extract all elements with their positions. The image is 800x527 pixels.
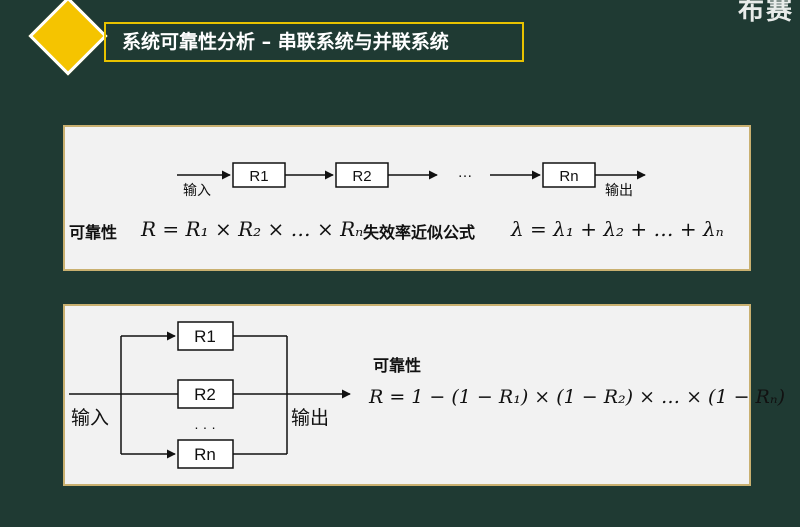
parallel-block-r1 — [177, 321, 234, 351]
series-ellipsis: … — [458, 164, 473, 181]
series-block-r1-label: R1 — [249, 168, 268, 185]
parallel-block-r1-label: R1 — [194, 327, 216, 346]
parallel-block-rn-label: Rn — [194, 445, 216, 464]
parallel-reliability-label: 可靠性 — [373, 356, 422, 375]
page-title: 系统可靠性分析 – 串联系统与并联系统 — [104, 22, 524, 62]
parallel-input-label: 输入 — [71, 407, 109, 429]
parallel-block-r2 — [177, 379, 234, 409]
parallel-reliability-formula: R = 1 − (1 − R₁) × (1 − R₂) × … × (1 − R… — [369, 386, 785, 408]
parallel-block-r2-label: R2 — [194, 385, 216, 404]
parallel-dots: · · · — [194, 419, 216, 435]
parallel-output-label: 输出 — [291, 407, 329, 429]
series-output-label: 输出 — [605, 182, 633, 198]
section-diamond-icon — [28, 0, 108, 76]
parallel-system-panel: R1 R2 Rn · · · 输入 输出 可靠性 R = 1 − (1 − R₁… — [63, 304, 785, 486]
series-failure-label: 失效率近似公式 — [363, 223, 476, 242]
series-block-r2-label: R2 — [352, 168, 371, 185]
series-reliability-label: 可靠性 — [69, 223, 118, 242]
series-block-rn — [542, 162, 596, 188]
series-input-label: 输入 — [183, 182, 211, 198]
series-system-panel: R1 R2 Rn … 输入 输出 可靠性 R = R₁ × R₂ × … × R… — [63, 125, 751, 271]
series-block-rn-label: Rn — [559, 168, 578, 185]
parallel-block-rn — [177, 439, 234, 469]
series-failure-formula: λ = λ₁ + λ₂ + … + λₙ — [511, 217, 724, 241]
series-diagram: R1 R2 Rn … 输入 输出 — [177, 162, 646, 198]
parallel-diagram: R1 R2 Rn · · · 输入 输出 — [69, 321, 351, 469]
series-reliability-formula: R = R₁ × R₂ × … × Rₙ — [141, 217, 364, 241]
brand-logo: 布赛 — [737, 0, 794, 26]
